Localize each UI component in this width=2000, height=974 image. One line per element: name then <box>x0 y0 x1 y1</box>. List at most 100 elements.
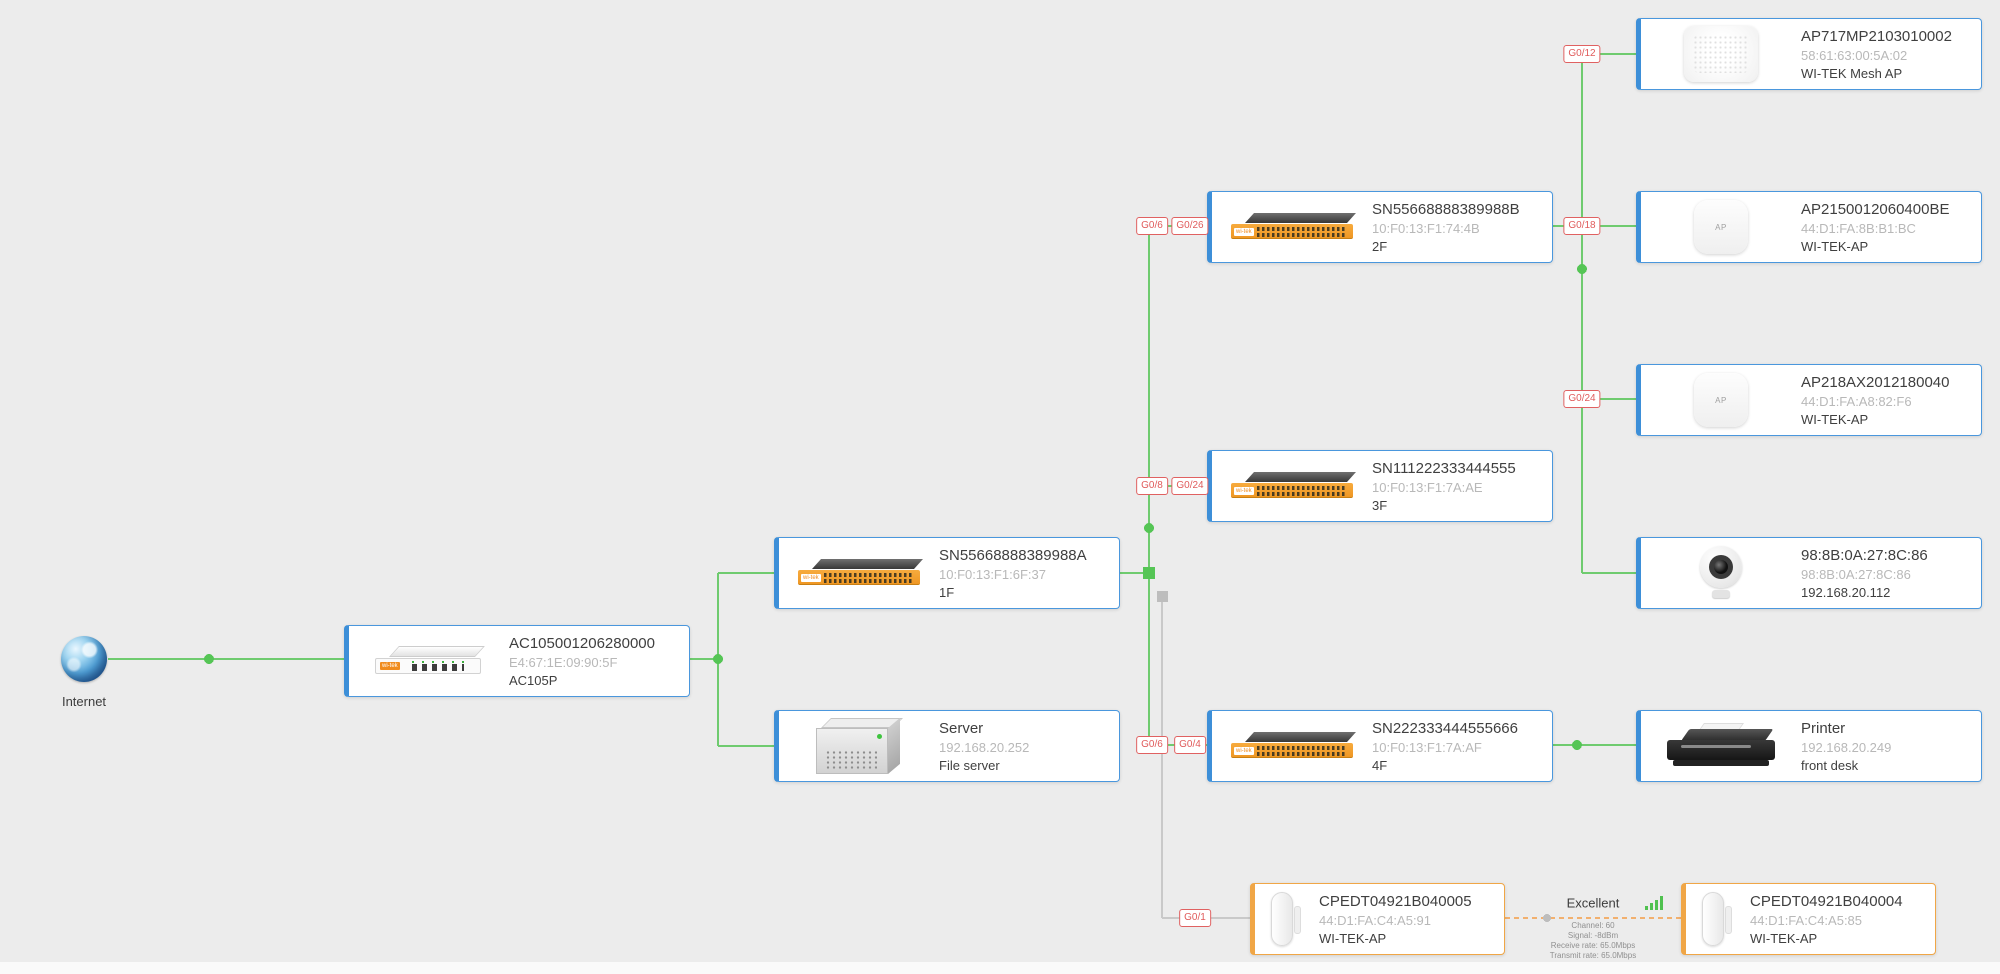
device-location: front desk <box>1801 757 1859 773</box>
internet-label: Internet <box>61 694 107 709</box>
device-card-ap215[interactable]: AP AP2150012060400BE 44:D1:FA:8B:B1:BC W… <box>1636 191 1982 263</box>
device-name: Server <box>939 719 984 737</box>
port-badge-g0-1: G0/1 <box>1179 909 1211 927</box>
internet-globe-icon[interactable] <box>61 636 107 682</box>
device-model: AC105P <box>509 672 558 688</box>
link-node-marker <box>1143 567 1155 579</box>
link-node-marker-gray <box>1157 591 1168 602</box>
camera-icon <box>1641 546 1801 600</box>
switch-icon: wi-tek <box>1212 212 1372 242</box>
link-dot-gray <box>1543 914 1551 922</box>
device-name: CPEDT04921B040005 <box>1319 892 1472 910</box>
device-location: 3F <box>1372 497 1388 513</box>
device-card-switch-1f[interactable]: wi-tek SN55668888389988A 10:F0:13:F1:6F:… <box>774 537 1120 609</box>
device-type: WI-TEK-AP <box>1801 238 1869 254</box>
device-ip: 192.168.20.252 <box>939 739 1030 755</box>
port-badge-g0-8: G0/8 <box>1136 477 1168 495</box>
ap-icon-label: AP <box>1715 222 1727 232</box>
device-description: File server <box>939 757 1000 773</box>
device-mac: 10:F0:13:F1:74:4B <box>1372 220 1480 236</box>
device-type: WI-TEK-AP <box>1319 930 1387 946</box>
wireless-stat-transmit-rate: Transmit rate: 65.0Mbps <box>1549 951 1637 960</box>
device-name: AP218AX2012180040 <box>1801 373 1950 391</box>
device-card-printer[interactable]: Printer 192.168.20.249 front desk <box>1636 710 1982 782</box>
device-name: CPEDT04921B040004 <box>1750 892 1903 910</box>
bottom-strip <box>0 962 2000 974</box>
wireless-quality-label: Excellent <box>1566 895 1620 911</box>
device-name: 98:8B:0A:27:8C:86 <box>1801 546 1928 564</box>
ap-icon: AP <box>1641 200 1801 254</box>
device-name: AC105001206280000 <box>509 634 655 652</box>
wireless-stat-receive-rate: Receive rate: 65.0Mbps <box>1550 941 1636 950</box>
port-badge-g0-24-right: G0/24 <box>1563 390 1601 408</box>
device-card-switch-4f[interactable]: wi-tek SN222333444555666 10:F0:13:F1:7A:… <box>1207 710 1553 782</box>
server-led <box>877 734 882 739</box>
device-mac: 10:F0:13:F1:6F:37 <box>939 566 1046 582</box>
router-icon: wi-tek <box>349 643 509 679</box>
switch-icon: wi-tek <box>1212 731 1372 761</box>
device-card-switch-2f[interactable]: wi-tek SN55668888389988B 10:F0:13:F1:74:… <box>1207 191 1553 263</box>
device-ip: 192.168.20.249 <box>1801 739 1892 755</box>
link-dot <box>204 654 214 664</box>
link-dot <box>1144 523 1154 533</box>
printer-icon <box>1641 723 1801 769</box>
switch-icon: wi-tek <box>1212 471 1372 501</box>
device-ip: 192.168.20.112 <box>1801 584 1891 600</box>
device-type: WI-TEK Mesh AP <box>1801 65 1903 81</box>
switch-icon: wi-tek <box>779 558 939 588</box>
device-card-ac[interactable]: wi-tek AC105001206280000 E4:67:1E:09:90:… <box>344 625 690 697</box>
cpe-icon <box>1686 890 1750 948</box>
wi-tek-logo: wi-tek <box>1234 228 1254 236</box>
device-card-mesh-ap[interactable]: AP717MP2103010002 58:61:63:00:5A:02 WI-T… <box>1636 18 1982 90</box>
device-name: SN222333444555666 <box>1372 719 1518 737</box>
cpe-icon <box>1255 890 1319 948</box>
port-badge-g0-6-4f: G0/6 <box>1136 736 1168 754</box>
port-badge-g0-24-3f: G0/24 <box>1171 477 1209 495</box>
device-mac: 58:61:63:00:5A:02 <box>1801 47 1908 63</box>
device-type: WI-TEK-AP <box>1750 930 1818 946</box>
device-mac: 98:8B:0A:27:8C:86 <box>1801 566 1911 582</box>
wi-tek-logo: wi-tek <box>801 574 821 582</box>
mesh-ap-icon <box>1641 26 1801 82</box>
wireless-stats: Channel: 60 Signal: -8dBm Receive rate: … <box>1550 921 1636 961</box>
device-mac: 44:D1:FA:A8:82:F6 <box>1801 393 1912 409</box>
device-mac: 44:D1:FA:C4:A5:85 <box>1750 912 1863 928</box>
port-badge-g0-18: G0/18 <box>1563 217 1601 235</box>
wi-tek-logo: wi-tek <box>1234 747 1254 755</box>
device-mac: 10:F0:13:F1:7A:AE <box>1372 479 1483 495</box>
wireless-stat-channel: Channel: 60 <box>1571 921 1615 930</box>
device-name: AP2150012060400BE <box>1801 200 1950 218</box>
device-card-ap218[interactable]: AP AP218AX2012180040 44:D1:FA:A8:82:F6 W… <box>1636 364 1982 436</box>
device-location: 1F <box>939 584 955 600</box>
device-name: SN55668888389988A <box>939 546 1087 564</box>
signal-bars-icon <box>1645 896 1663 910</box>
ap-icon: AP <box>1641 373 1801 427</box>
device-location: 4F <box>1372 757 1388 773</box>
device-card-camera[interactable]: 98:8B:0A:27:8C:86 98:8B:0A:27:8C:86 192.… <box>1636 537 1982 609</box>
link-dot <box>713 654 723 664</box>
server-icon <box>779 717 939 775</box>
wi-tek-logo: wi-tek <box>380 662 400 670</box>
port-badge-g0-12: G0/12 <box>1563 45 1601 63</box>
device-card-cpe004[interactable]: CPEDT04921B040004 44:D1:FA:C4:A5:85 WI-T… <box>1681 883 1936 955</box>
device-card-cpe005[interactable]: CPEDT04921B040005 44:D1:FA:C4:A5:91 WI-T… <box>1250 883 1505 955</box>
device-card-server[interactable]: Server 192.168.20.252 File server <box>774 710 1120 782</box>
port-badge-g0-6-2f: G0/6 <box>1136 217 1168 235</box>
device-location: 2F <box>1372 238 1388 254</box>
port-badge-g0-26: G0/26 <box>1171 217 1209 235</box>
link-dot <box>1577 264 1587 274</box>
port-badge-g0-4: G0/4 <box>1174 736 1206 754</box>
link-dot <box>1572 740 1582 750</box>
device-mac: 10:F0:13:F1:7A:AF <box>1372 739 1482 755</box>
device-name: Printer <box>1801 719 1846 737</box>
device-name: SN55668888389988B <box>1372 200 1520 218</box>
device-mac: E4:67:1E:09:90:5F <box>509 654 618 670</box>
device-mac: 44:D1:FA:8B:B1:BC <box>1801 220 1916 236</box>
device-mac: 44:D1:FA:C4:A5:91 <box>1319 912 1432 928</box>
device-name: SN111222333444555 <box>1372 459 1516 477</box>
device-type: WI-TEK-AP <box>1801 411 1869 427</box>
device-card-switch-3f[interactable]: wi-tek SN111222333444555 10:F0:13:F1:7A:… <box>1207 450 1553 522</box>
ap-icon-label: AP <box>1715 395 1727 405</box>
